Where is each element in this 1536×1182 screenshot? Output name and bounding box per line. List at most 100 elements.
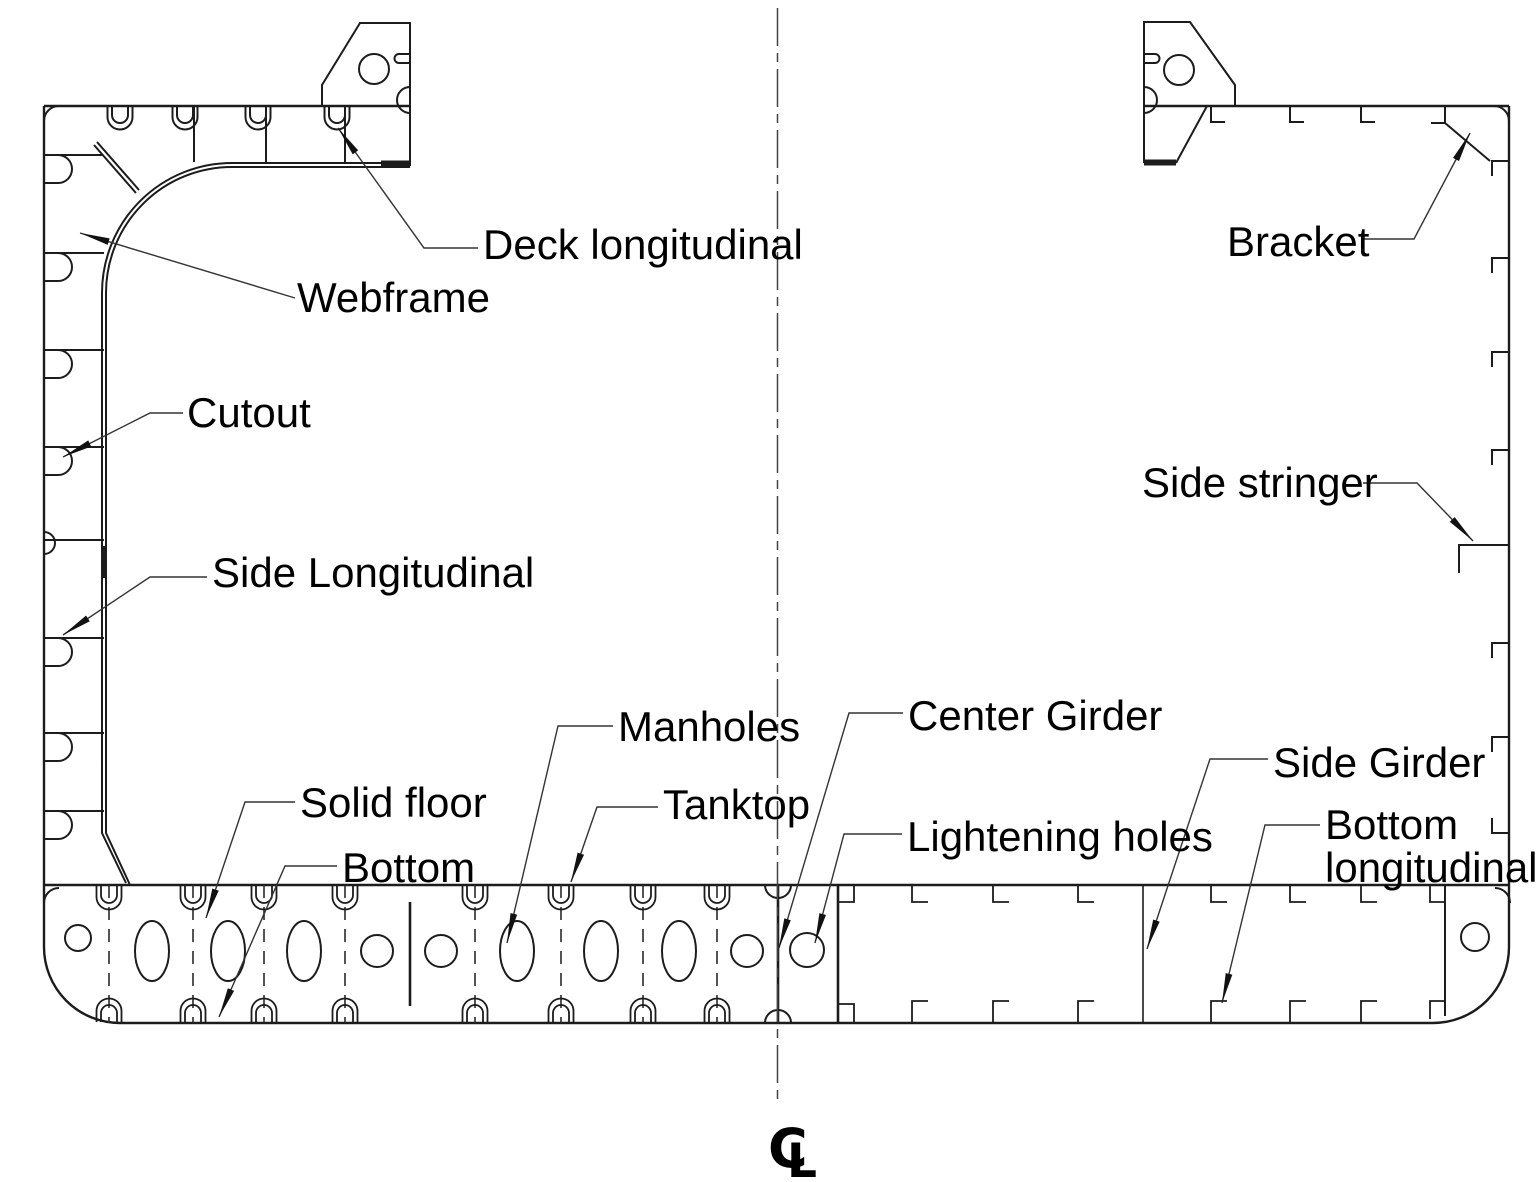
centerline-symbol: C L bbox=[768, 1117, 817, 1182]
tripping-bracket bbox=[93, 141, 140, 194]
cutout-slot bbox=[44, 637, 104, 667]
webframe-flange bbox=[101, 162, 410, 884]
bottom-slots bbox=[95, 997, 731, 1022]
deck-slot bbox=[106, 106, 134, 131]
deck-angle bbox=[1289, 106, 1304, 123]
side-angle bbox=[1491, 160, 1509, 176]
leader-side-girder bbox=[1146, 758, 1268, 950]
manhole bbox=[286, 920, 322, 982]
lightening-hole bbox=[789, 932, 825, 968]
label-deck-longitudinal: Deck longitudinal bbox=[483, 221, 803, 268]
tanktop-angle bbox=[1077, 885, 1094, 903]
deck-corner-arc-left bbox=[43, 105, 60, 122]
label-bracket: Bracket bbox=[1227, 218, 1370, 265]
manhole bbox=[499, 920, 535, 982]
webframe-edge bbox=[105, 166, 410, 886]
manhole bbox=[134, 920, 170, 982]
deck-angle bbox=[1431, 106, 1446, 124]
tanktop-angle bbox=[992, 885, 1009, 903]
cutout-slot bbox=[44, 732, 104, 762]
lightening-hole bbox=[64, 924, 92, 952]
leader-center-girder bbox=[778, 712, 903, 949]
leader-bottom bbox=[218, 865, 337, 1018]
leader-tanktop bbox=[570, 806, 658, 883]
cutout-slot bbox=[44, 349, 104, 379]
centerline-symbol-l: L bbox=[787, 1134, 817, 1182]
leader-webframe bbox=[79, 232, 296, 299]
bracket-slot-right bbox=[1144, 53, 1161, 64]
tanktop-angle bbox=[1360, 885, 1377, 903]
label-tanktop: Tanktop bbox=[663, 781, 811, 828]
manhole bbox=[210, 920, 246, 982]
tanktop-angle bbox=[911, 885, 928, 903]
leader-lines bbox=[62, 127, 1474, 1018]
label-manholes: Manholes bbox=[618, 703, 801, 750]
leader-side-stringer bbox=[1363, 482, 1474, 542]
tanktop-slot bbox=[331, 886, 359, 911]
leader-solid-floor bbox=[205, 801, 295, 919]
bottom-angle bbox=[1289, 1000, 1306, 1023]
label-lightening-holes: Lightening holes bbox=[907, 813, 1213, 860]
bottom-longitudinals bbox=[911, 885, 1446, 1023]
label-bottom-longitudinal-line1: Bottom bbox=[1325, 801, 1459, 848]
bracket-scallop-right bbox=[1143, 86, 1158, 114]
centerline-symbol-c: C bbox=[768, 1117, 808, 1180]
webframe-structure bbox=[93, 141, 410, 886]
bottom-slot bbox=[703, 997, 731, 1022]
side-angle bbox=[1491, 818, 1509, 834]
leader-bottom-longitudinal bbox=[1221, 824, 1320, 1004]
bottom-angle bbox=[1360, 1000, 1377, 1023]
tanktop-angle bbox=[1289, 885, 1306, 903]
tanktop-angle bbox=[1210, 885, 1227, 903]
bottom-angle bbox=[1210, 1000, 1227, 1023]
deck-slot bbox=[171, 106, 199, 131]
bracket-scallop-left bbox=[396, 86, 411, 114]
tanktop-slot bbox=[547, 886, 575, 911]
tanktop-angle bbox=[1429, 885, 1446, 903]
bracket-diagonal-right bbox=[1175, 105, 1208, 164]
side-angle bbox=[1491, 736, 1509, 752]
deck-corner-arc-right bbox=[1493, 105, 1510, 122]
deck-longitudinals-right bbox=[1210, 106, 1491, 162]
side-angle bbox=[1491, 257, 1509, 273]
floor-openings bbox=[64, 920, 1490, 982]
label-side-stringer: Side stringer bbox=[1142, 459, 1378, 506]
tanktop-slot bbox=[703, 886, 731, 911]
bracket-hole-right bbox=[1163, 54, 1195, 86]
manhole bbox=[661, 920, 697, 982]
side-angle bbox=[1491, 642, 1509, 658]
tanktop-slot bbox=[95, 886, 123, 911]
top-left-bracket bbox=[321, 22, 411, 166]
bracket-floor-frames bbox=[108, 885, 718, 1023]
bottom-angle bbox=[1429, 1000, 1446, 1019]
side-shell-cutouts-left bbox=[43, 154, 106, 840]
bottom-slot bbox=[95, 997, 123, 1022]
label-bottom-longitudinal: Bottom longitudinal bbox=[1325, 803, 1536, 889]
leader-cutout bbox=[62, 412, 183, 458]
bottom-slot bbox=[547, 997, 575, 1022]
deck-slots-left bbox=[106, 106, 351, 162]
tanktop-slots bbox=[95, 886, 731, 911]
bottom-slot bbox=[179, 997, 207, 1022]
tanktop-slot bbox=[629, 886, 657, 911]
bracket-outline-left bbox=[321, 22, 411, 166]
label-side-girder: Side Girder bbox=[1273, 739, 1486, 786]
tanktop-corner-arc-left bbox=[43, 887, 60, 904]
label-webframe: Webframe bbox=[297, 274, 490, 321]
label-bottom: Bottom bbox=[342, 844, 476, 891]
leader-manholes bbox=[506, 725, 613, 944]
bottom-angle bbox=[1077, 1000, 1094, 1023]
bottom-slot bbox=[250, 997, 278, 1022]
leader-side-longitudinal bbox=[62, 576, 207, 636]
shell-plating bbox=[42, 106, 1511, 1025]
label-center-girder: Center Girder bbox=[908, 692, 1163, 739]
side-longitudinals-right bbox=[1458, 160, 1509, 834]
lightening-hole bbox=[730, 934, 764, 968]
top-right-bracket bbox=[1143, 21, 1236, 166]
bottom-slot bbox=[629, 997, 657, 1022]
bottom-angle bbox=[911, 1000, 928, 1023]
bottom-slot bbox=[461, 997, 489, 1022]
manhole bbox=[583, 920, 619, 982]
stringer-scallop-left bbox=[43, 531, 56, 555]
